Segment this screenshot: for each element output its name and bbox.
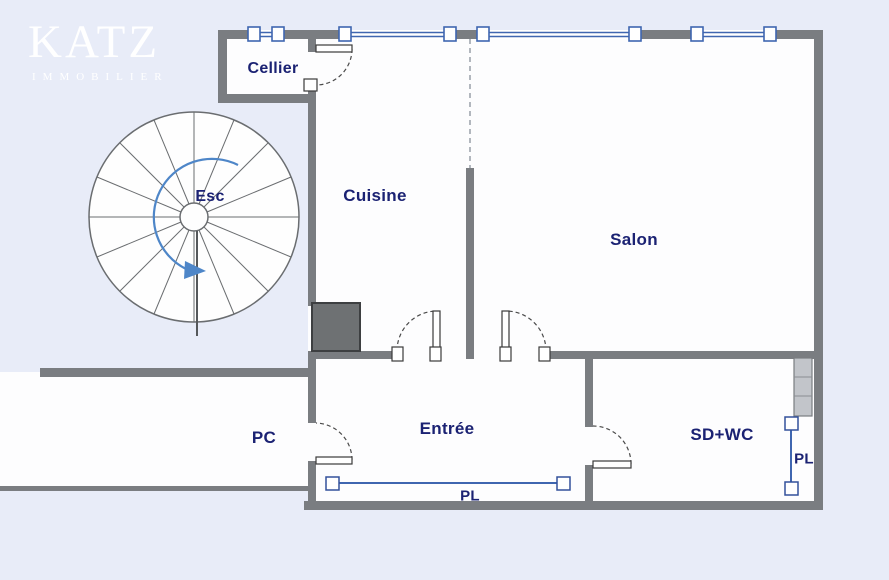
wall-stair-bottom (40, 368, 312, 377)
wall-cellier-right-stub (308, 30, 316, 52)
brand-logo: KATZ IMMOBILIER (28, 16, 169, 84)
wall-kitchen-salon-divider (466, 168, 474, 359)
closet-right (784, 357, 813, 496)
duct-block (311, 302, 361, 352)
room-floors (0, 34, 822, 505)
door-double-right (499, 310, 551, 362)
stair-treads (89, 112, 299, 322)
window-symbol (338, 26, 457, 42)
door-cellier (303, 44, 353, 92)
room-label-pc: PC (251, 428, 277, 447)
door-pc (315, 422, 353, 465)
room-label-salon: Salon (610, 230, 658, 249)
closet-bottom (325, 476, 571, 491)
wall-pc-bottom-line (0, 486, 312, 491)
stair-newel (179, 202, 209, 232)
brand-tagline: IMMOBILIER (32, 71, 169, 84)
wall-cellier-bottom (218, 94, 316, 103)
stair-direction-arc (152, 157, 239, 270)
wall-entry-left-upper (308, 351, 316, 423)
room-label-closet-bottom: PL (460, 487, 480, 505)
wall-kitchen-left (308, 88, 316, 306)
wall-right (814, 30, 823, 510)
spiral-staircase (88, 111, 300, 336)
window-symbol (690, 26, 777, 42)
room-label-staircase: Esc (195, 188, 225, 205)
window-symbol (247, 26, 285, 42)
windows (247, 26, 777, 42)
stair-direction-arrow-icon (184, 261, 206, 279)
door-sdwc (592, 425, 632, 469)
room-label-closet-right: PL (794, 450, 814, 468)
room-label-entry: Entrée (419, 419, 475, 438)
room-label-cellier: Cellier (247, 60, 299, 77)
wall-cellier-left (218, 30, 227, 103)
door-double-left (391, 310, 442, 362)
wall-entry-left-lower (308, 461, 316, 510)
room-label-shower-wc: SD+WC (690, 425, 754, 444)
room-label-cuisine: Cuisine (343, 186, 407, 205)
wall-mid-left (308, 351, 400, 359)
doors (303, 44, 632, 469)
window-symbol (476, 26, 642, 42)
wall-bottom (304, 501, 823, 510)
wall-sdwc-divider-upper (585, 351, 593, 427)
closets (325, 357, 813, 496)
brand-name: KATZ (28, 16, 161, 68)
wall-mid-right (546, 351, 823, 359)
wall-sdwc-divider-lower (585, 465, 593, 510)
